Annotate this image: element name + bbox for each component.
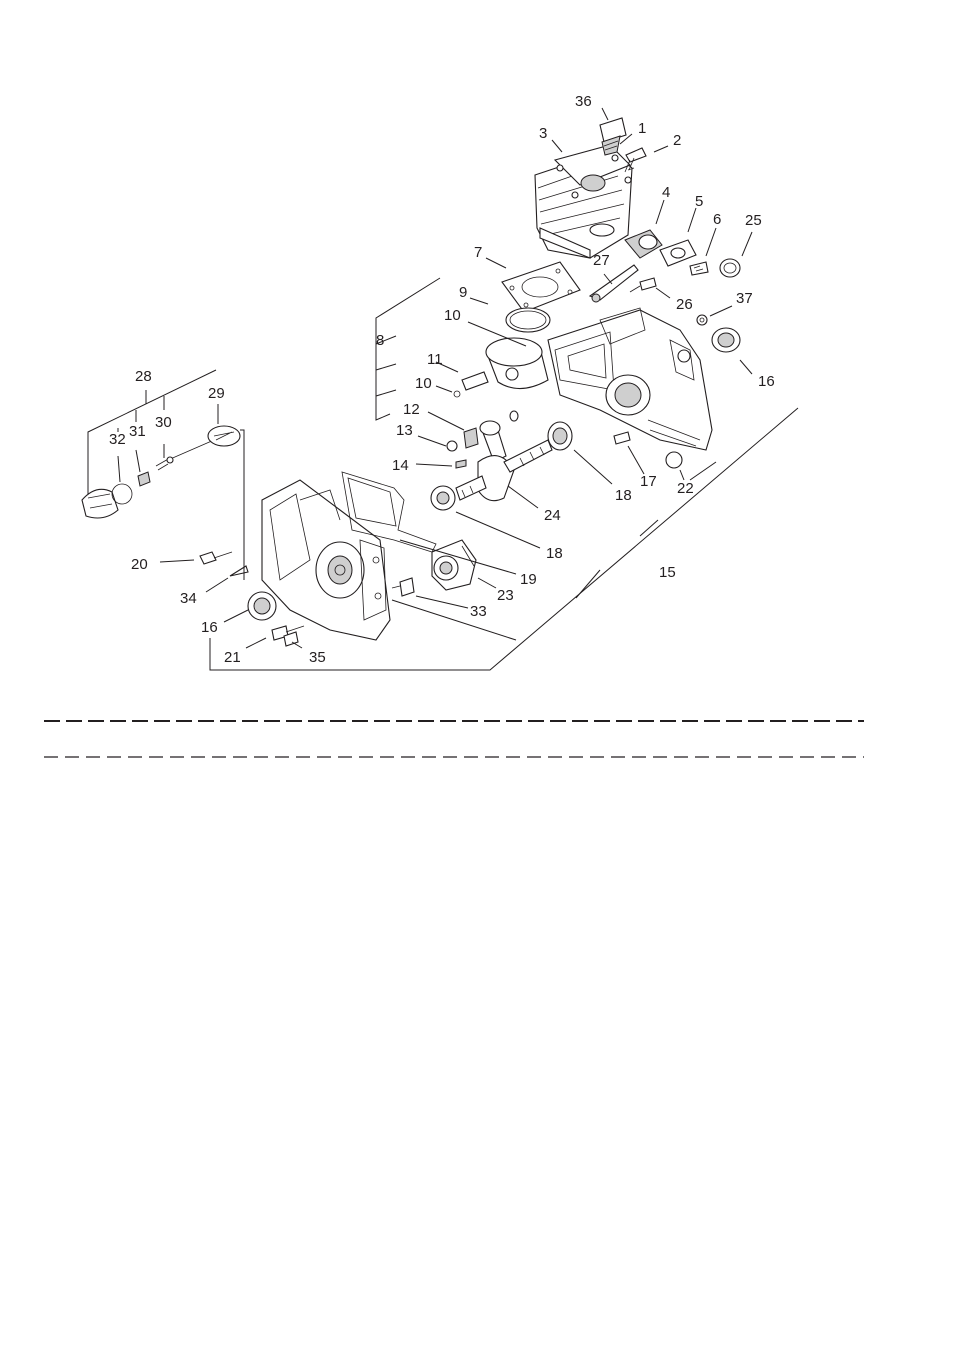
cylinder xyxy=(535,145,632,258)
callout-17: 17 xyxy=(640,473,657,490)
callout-18-left: 18 xyxy=(546,545,563,562)
cap-25 xyxy=(720,259,740,277)
oil-seal-left xyxy=(248,592,276,620)
callout-21: 21 xyxy=(224,649,241,666)
callout-26: 26 xyxy=(676,296,693,313)
callout-37: 37 xyxy=(736,290,753,307)
exploded-parts-diagram: 36 1 3 2 4 5 6 25 7 27 9 26 37 10 8 11 1… xyxy=(0,0,954,700)
callout-28: 28 xyxy=(135,368,152,385)
callout-32: 32 xyxy=(109,431,126,448)
intake-boot xyxy=(432,540,476,590)
callout-4: 4 xyxy=(662,184,670,201)
callout-14: 14 xyxy=(392,457,409,474)
callout-18-right: 18 xyxy=(615,487,632,504)
callout-11: 11 xyxy=(427,351,443,368)
bracket-27 xyxy=(590,265,656,302)
pump-33 xyxy=(392,578,414,596)
callout-19: 19 xyxy=(520,571,537,588)
callout-20: 20 xyxy=(131,556,148,573)
callout-35: 35 xyxy=(309,649,326,666)
crankcase-right xyxy=(548,308,712,468)
callout-5: 5 xyxy=(695,193,703,210)
callout-16-right: 16 xyxy=(758,373,775,390)
callout-29: 29 xyxy=(208,385,225,402)
intake-flange xyxy=(625,230,708,275)
callout-30: 30 xyxy=(155,414,172,431)
callout-7: 7 xyxy=(474,244,482,261)
callout-3: 3 xyxy=(539,125,547,142)
oil-cap-assembly xyxy=(82,426,240,518)
callout-16-left: 16 xyxy=(201,619,218,636)
oil-seal-right xyxy=(697,315,740,352)
callout-12: 12 xyxy=(403,401,420,418)
callout-10-bottom: 10 xyxy=(415,375,432,392)
callout-31: 31 xyxy=(129,423,146,440)
callout-23: 23 xyxy=(497,587,514,604)
callout-36: 36 xyxy=(575,93,592,110)
callout-13: 13 xyxy=(396,422,413,439)
callout-15: 15 xyxy=(659,564,676,581)
crankcase-left xyxy=(262,480,390,640)
callout-9: 9 xyxy=(459,284,467,301)
spark-plug xyxy=(600,118,626,155)
callout-25: 25 xyxy=(745,212,762,229)
callout-2: 2 xyxy=(673,132,681,149)
callout-1: 1 xyxy=(638,120,646,137)
dashed-separator-bottom xyxy=(44,754,864,760)
callout-24: 24 xyxy=(544,507,561,524)
dashed-separator-top xyxy=(44,718,864,724)
cylinder-gasket xyxy=(502,262,580,312)
callout-34: 34 xyxy=(180,590,197,607)
callout-22: 22 xyxy=(677,480,694,497)
callout-33: 33 xyxy=(470,603,487,620)
callout-8: 8 xyxy=(376,332,384,349)
callout-6: 6 xyxy=(713,211,721,228)
piston-assembly xyxy=(454,308,550,397)
callout-10-top: 10 xyxy=(444,307,461,324)
callout-27: 27 xyxy=(593,252,610,269)
